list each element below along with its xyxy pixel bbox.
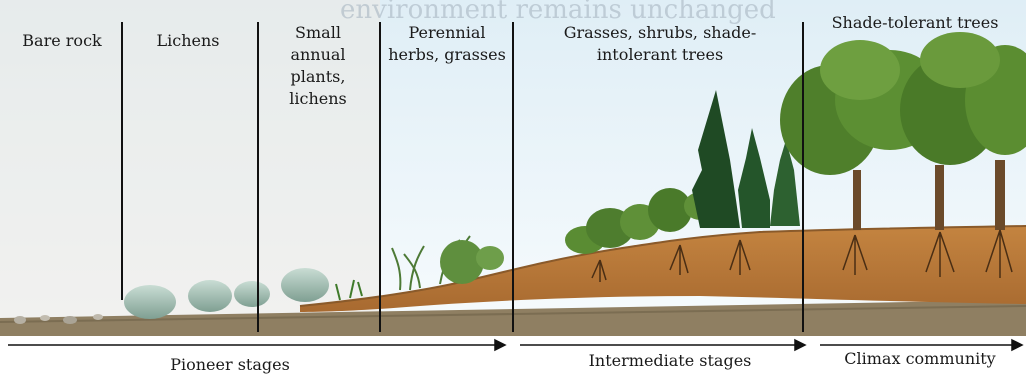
label-perennial-herbs: Perennial herbs, grasses [388,22,506,66]
label-grasses-shrubs: Grasses, shrubs, shade-intolerant trees [545,22,775,66]
label-lichens: Lichens [128,30,248,52]
stage-pioneer: Pioneer stages [120,355,340,374]
label-bare-rock: Bare rock [8,30,116,52]
label-small-annual-plants: Small annual plants, lichens [268,22,368,110]
label-shade-tolerant-trees: Shade-tolerant trees [810,12,1020,34]
stage-intermediate: Intermediate stages [560,351,780,370]
stage-climax: Climax community [820,349,1020,368]
